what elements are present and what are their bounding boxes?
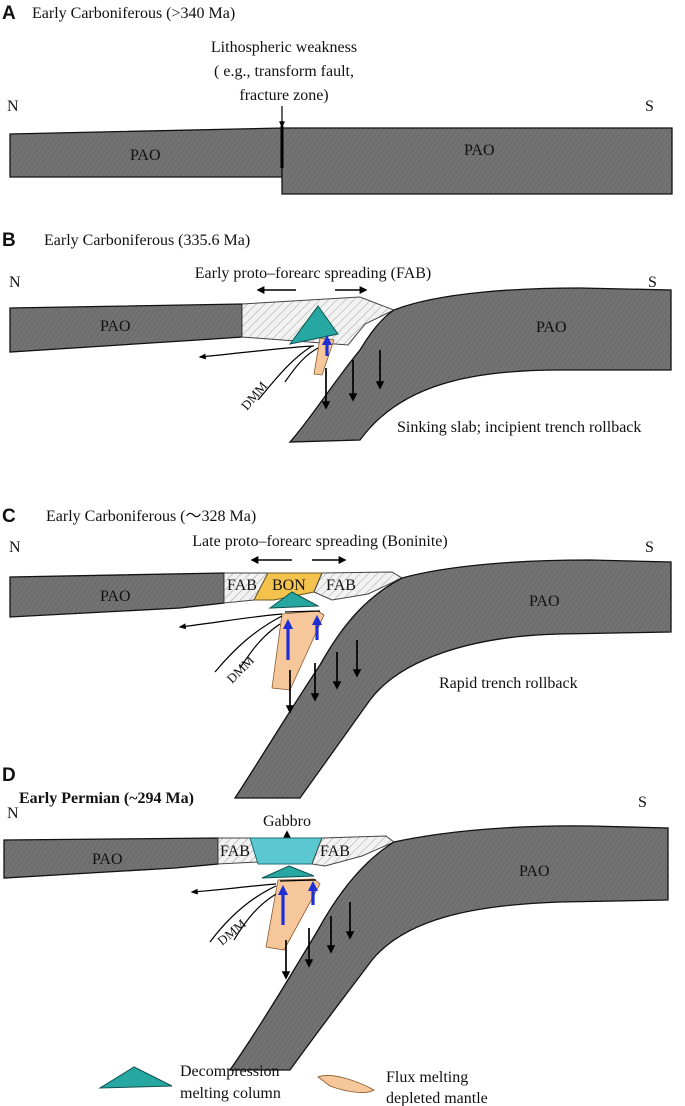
panel-d-gabbro-body [249, 837, 323, 865]
panel-d-flux-zone [265, 878, 321, 951]
panel-a-north: N [7, 98, 19, 115]
panel-b-spreading-label: Early proto–forearc spreading (FAB) [195, 265, 432, 282]
legend-decompression-swatch [98, 1066, 173, 1089]
panel-d-subducting-slab [228, 825, 669, 1071]
panel-c-decompression-column [268, 591, 320, 609]
panel-d-north: N [7, 805, 19, 822]
panel-a-plate-right [281, 127, 673, 195]
weakness-label-line1: Lithospheric weakness [211, 39, 357, 56]
panel-d-dmm-label: DMM [214, 916, 249, 949]
panel-b-mantle-flow-lower [257, 345, 313, 401]
legend-flux-line2: depleted mantle [386, 1090, 488, 1106]
panel-d-mantle-flow-left [190, 883, 277, 895]
panel-c-letter: C [2, 506, 16, 527]
panel-a-pao-right: PAO [464, 142, 495, 159]
panel-c-title: Early Carboniferous (～328 Ma) [46, 508, 256, 525]
panel-b-south: S [648, 274, 657, 291]
panel-b-decompression-column [288, 305, 339, 345]
legend-flux-line1: Flux melting [386, 1069, 468, 1086]
panel-a: A Early Carboniferous (>340 Ma) Lithosph… [2, 3, 673, 195]
panel-b-flux-zone [313, 337, 335, 376]
panel-c-north: N [9, 539, 21, 556]
panel-d-flux-outline [279, 879, 317, 882]
legend-flux-swatch [317, 1075, 375, 1093]
legend-decompression-line1: Decompression [180, 1063, 280, 1080]
panel-b-dmm-label: DMM [238, 378, 271, 413]
panel-b-pao-left: PAO [100, 318, 131, 335]
panel-d-title: Early Permian (~294 Ma) [19, 790, 194, 807]
panel-c: C Early Carboniferous (～328 Ma) Late pro… [2, 506, 672, 799]
panel-b-slab-note: Sinking slab; incipient trench rollback [397, 419, 641, 436]
panel-a-south: S [645, 98, 654, 115]
legend: Decompression melting column Flux meltin… [98, 1063, 488, 1106]
panel-b-mantle-flow-left [198, 345, 315, 360]
panel-d-letter: D [2, 765, 16, 786]
panel-c-spreading-label: Late proto–forearc spreading (Boninite) [192, 533, 447, 550]
panel-d-fab-right-label: FAB [320, 843, 350, 860]
panel-c-flux-outline [284, 610, 321, 613]
panel-d-overriding-plate [3, 837, 219, 879]
panel-b-pao-right: PAO [536, 319, 567, 336]
legend-decompression-line2: melting column [180, 1085, 281, 1102]
panel-b-overriding-plate [9, 303, 243, 353]
panel-d-fab-left-label: FAB [220, 843, 250, 860]
panel-d-pao-right: PAO [519, 863, 550, 880]
weakness-label-line3: fracture zone) [239, 87, 328, 104]
panel-c-mantle-flow-left [178, 613, 283, 630]
panel-d: D Early Permian (~294 Ma) N S Gabbro DMM… [2, 765, 669, 1071]
panel-c-fab-right-label: FAB [326, 577, 356, 594]
panel-a-title: Early Carboniferous (>340 Ma) [32, 5, 235, 22]
panel-c-mantle-flow-lower [214, 615, 283, 673]
panel-d-mantle-flow-inner [233, 893, 277, 941]
panel-b-mantle-flow-inner [284, 347, 319, 383]
panel-c-slab-note: Rapid trench rollback [439, 675, 578, 692]
panel-c-overriding-plate [9, 572, 225, 618]
panel-c-subducting-slab [233, 559, 672, 799]
panel-b-north: N [9, 274, 21, 291]
panel-c-fab-left-label: FAB [227, 577, 257, 594]
panel-b: B Early Carboniferous (335.6 Ma) Early p… [2, 230, 672, 443]
panel-a-pao-left: PAO [130, 147, 161, 164]
panel-b-title: Early Carboniferous (335.6 Ma) [44, 232, 250, 249]
panel-b-subducting-slab [288, 287, 672, 443]
panel-d-south: S [638, 794, 647, 811]
panel-c-pao-right: PAO [529, 593, 560, 610]
panel-d-gabbro-label: Gabbro [263, 813, 311, 830]
panel-c-south: S [645, 539, 654, 556]
panel-c-bon-label: BON [272, 577, 306, 594]
weakness-label-line2: ( e.g., transform fault, [214, 63, 354, 80]
panel-b-letter: B [2, 230, 16, 251]
panel-a-letter: A [2, 3, 16, 24]
panel-d-pao-left: PAO [92, 851, 123, 868]
panel-d-mantle-flow-lower [209, 885, 277, 943]
panel-c-fab-right-crust [313, 571, 404, 601]
panel-d-decompression-column [261, 865, 315, 879]
panel-d-fab-right-crust [311, 835, 395, 867]
panel-c-pao-left: PAO [100, 588, 131, 605]
panel-c-mantle-flow-inner [239, 623, 281, 669]
